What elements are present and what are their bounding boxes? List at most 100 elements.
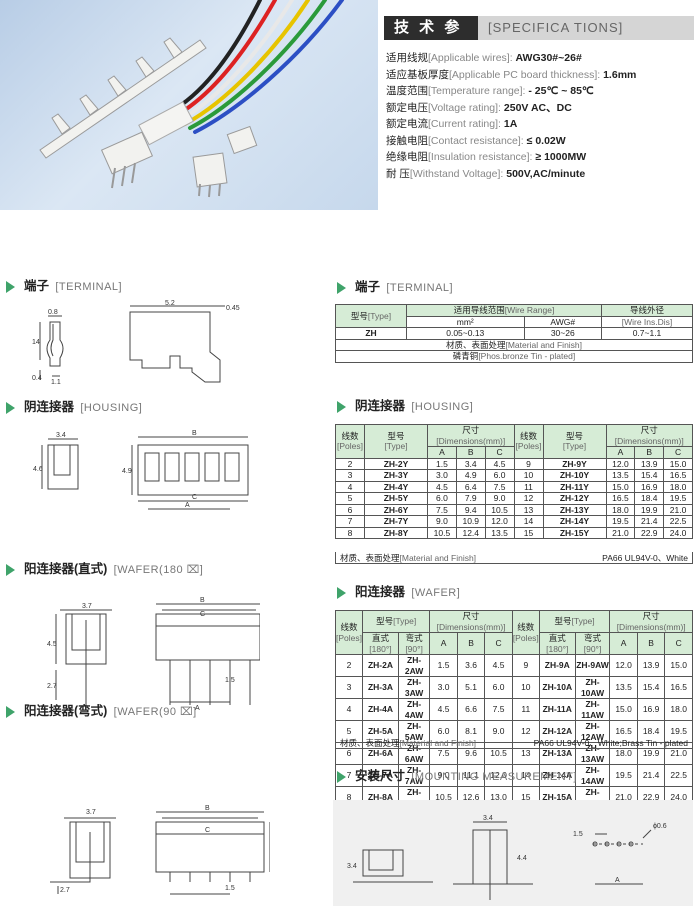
triangle-bullet-icon bbox=[6, 280, 15, 293]
table-cell: 9.0 bbox=[427, 515, 457, 528]
table-cell: 11 bbox=[513, 480, 544, 493]
table-cell: ZH-15Y bbox=[542, 526, 607, 539]
svg-text:3.4: 3.4 bbox=[347, 863, 357, 870]
table-cell: 15.4 bbox=[634, 469, 665, 482]
table-cell: 6.6 bbox=[456, 698, 486, 721]
table-cell: 7.5 bbox=[427, 503, 457, 516]
svg-text:1.5: 1.5 bbox=[225, 885, 235, 892]
table-header: B bbox=[456, 632, 486, 655]
table-cell: ZH-10A bbox=[538, 676, 576, 699]
table-cell: ZH-14AW bbox=[574, 764, 611, 787]
table-cell: 8 bbox=[335, 526, 365, 539]
spec-row: 耐 压[Withstand Voltage]: 500V,AC/minute bbox=[386, 167, 586, 180]
table-cell: 10.5 bbox=[427, 526, 457, 539]
table-cell: 13.9 bbox=[636, 654, 666, 677]
housing-material-note: 材质、表面处理[Material and Finish] PA66 UL94V-… bbox=[335, 552, 693, 564]
table-cell: ZH-9Y bbox=[542, 457, 607, 470]
table-cell: 11 bbox=[511, 698, 540, 721]
spec-row: 适应基板厚度[Applicable PC board thickness]: 1… bbox=[386, 68, 637, 81]
table-cell: 4 bbox=[335, 480, 365, 493]
triangle-bullet-icon bbox=[337, 281, 346, 294]
table-cell: 6.0 bbox=[427, 492, 457, 505]
table-cell: 4.5 bbox=[427, 480, 457, 493]
table-cell: 15.4 bbox=[636, 676, 666, 699]
svg-text:2.7: 2.7 bbox=[60, 887, 70, 894]
spec-title-en: [SPECIFICA TIONS] bbox=[478, 16, 694, 40]
triangle-bullet-icon bbox=[337, 400, 346, 413]
table-cell: ZH-3Y bbox=[364, 469, 428, 482]
table-header: 尺寸[Dimensions(mm)] bbox=[427, 424, 515, 447]
table-cell: 13.5 bbox=[609, 676, 638, 699]
table-header: 直式[180°] bbox=[362, 632, 399, 655]
table-cell: 4.9 bbox=[455, 469, 486, 482]
table-cell: 2 bbox=[335, 654, 363, 677]
terminal-drawing: 0.8 14 0.4 1.1 5.2 0.45 bbox=[32, 300, 240, 386]
svg-text:B: B bbox=[192, 430, 197, 437]
table-cell: 21.4 bbox=[634, 515, 665, 528]
table-cell: ZH-2A bbox=[362, 654, 399, 677]
svg-text:14: 14 bbox=[32, 339, 40, 346]
table-cell: ZH-10AW bbox=[574, 676, 611, 699]
table-cell: 4 bbox=[335, 698, 363, 721]
table-cell: ZH-5AW bbox=[397, 720, 431, 743]
table-cell: 2 bbox=[335, 457, 365, 470]
table-cell: 5 bbox=[335, 492, 365, 505]
section-wafer180-left: 阳连接器(直式) [WAFER(180 ⌧] bbox=[6, 560, 203, 578]
table-cell: 9 bbox=[513, 457, 544, 470]
triangle-bullet-icon bbox=[6, 705, 15, 718]
housing-drawing: 3.4 4.6 4.9 B C A bbox=[33, 430, 249, 510]
table-row: ZH 0.05~0.13 30~26 0.7~1.1 bbox=[335, 327, 693, 340]
svg-text:C: C bbox=[200, 611, 205, 618]
triangle-bullet-icon bbox=[6, 563, 15, 576]
table-cell: ZH-9AW bbox=[574, 654, 611, 677]
svg-text:3.4: 3.4 bbox=[56, 432, 66, 439]
table-cell: 24.0 bbox=[663, 526, 693, 539]
table-header: 型号[Type] bbox=[542, 424, 607, 459]
table-cell: 15.0 bbox=[664, 654, 693, 677]
table-cell: 12 bbox=[513, 492, 544, 505]
table-cell: ZH-14Y bbox=[542, 515, 607, 528]
table-cell: 10.9 bbox=[455, 515, 486, 528]
table-cell: 21.0 bbox=[605, 526, 636, 539]
table-cell: ZH-3AW bbox=[397, 676, 431, 699]
table-cell: 19.9 bbox=[634, 503, 665, 516]
svg-text:B: B bbox=[205, 805, 210, 812]
table-cell: 7 bbox=[335, 515, 365, 528]
svg-text:0.8: 0.8 bbox=[48, 309, 58, 316]
table-header: C bbox=[664, 632, 693, 655]
table-cell: 10 bbox=[513, 469, 544, 482]
table-cell: ZH-2Y bbox=[364, 457, 428, 470]
table-row: 磷青铜[Phos.bronze Tin - plated] bbox=[335, 350, 693, 363]
table-cell: ZH-10Y bbox=[542, 469, 607, 482]
table-cell: ZH-11Y bbox=[542, 480, 607, 493]
table-cell: 18.0 bbox=[664, 698, 693, 721]
table-header: 线数[Poles] bbox=[511, 610, 540, 655]
table-cell: 15.0 bbox=[605, 480, 636, 493]
table-cell: ZH-11AW bbox=[574, 698, 611, 721]
svg-text:3.7: 3.7 bbox=[86, 809, 96, 816]
table-cell: ZH-4A bbox=[362, 698, 399, 721]
table-cell: 6.0 bbox=[484, 676, 513, 699]
table-cell: 10.5 bbox=[484, 503, 515, 516]
svg-text:A: A bbox=[185, 502, 190, 509]
mounting-drawing-panel: 3.4 3.4 4.4 1.5 ϕ0.6 A bbox=[333, 800, 693, 906]
section-housing-left: 阴连接器 [HOUSING] bbox=[6, 398, 142, 416]
table-cell: ZH-5Y bbox=[364, 492, 428, 505]
table-cell: 15.0 bbox=[609, 698, 638, 721]
table-cell: ZH-3A bbox=[362, 676, 399, 699]
mounting-drawing: 3.4 3.4 4.4 1.5 ϕ0.6 A bbox=[347, 815, 667, 900]
table-cell: 21.0 bbox=[663, 503, 693, 516]
svg-text:A: A bbox=[615, 877, 620, 884]
triangle-bullet-icon bbox=[337, 586, 346, 599]
spec-row: 温度范围[Temperature range]: - 25℃ ~ 85℃ bbox=[386, 85, 594, 97]
table-cell: 18.4 bbox=[634, 492, 665, 505]
section-wafer90-left: 阳连接器(弯式) [WAFER(90 ⌧] bbox=[6, 702, 197, 720]
section-terminal-right: 端子 [TERMINAL] bbox=[337, 278, 453, 296]
table-cell: 9.4 bbox=[455, 503, 486, 516]
